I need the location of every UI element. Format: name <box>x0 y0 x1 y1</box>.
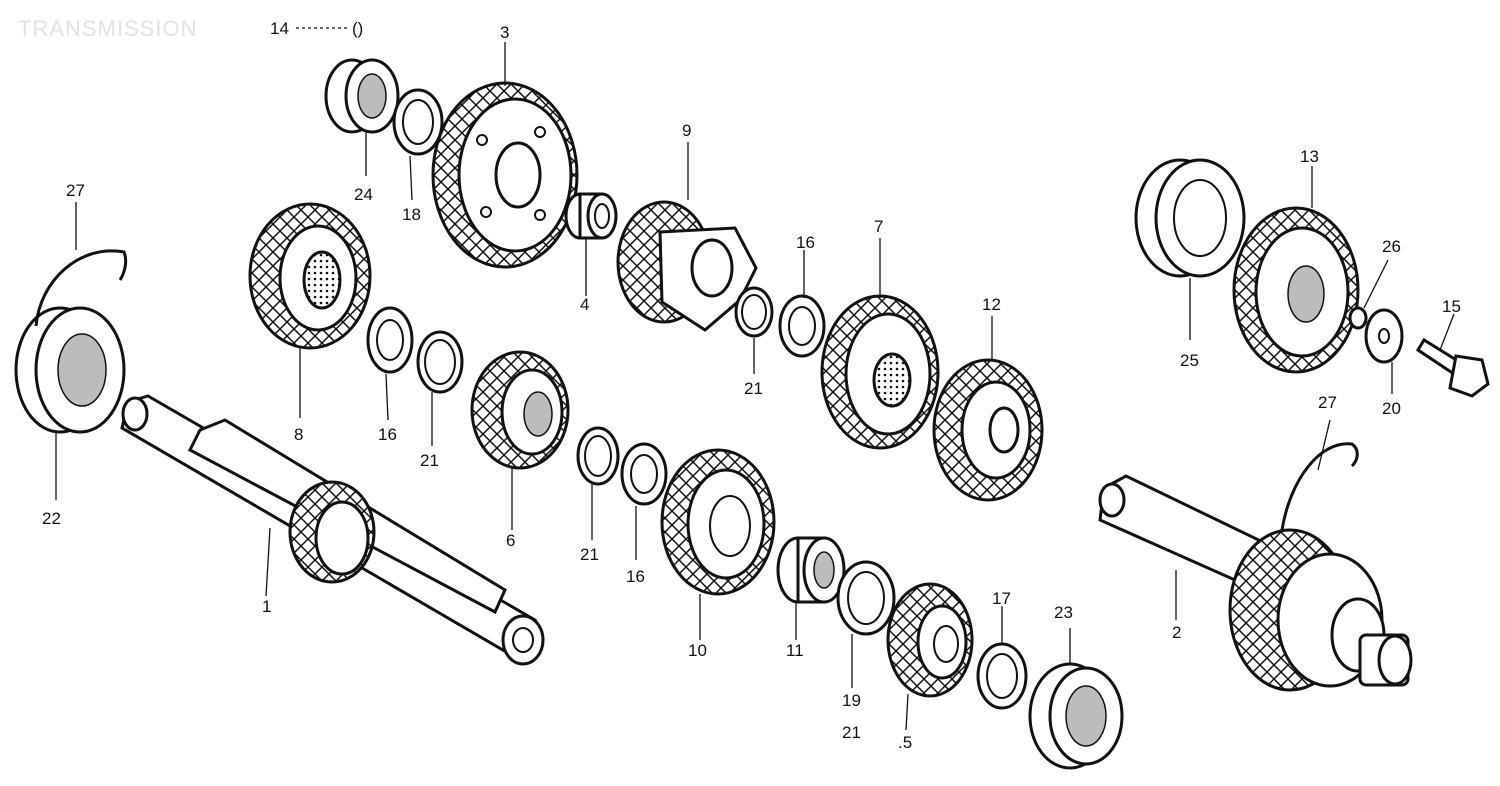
callout-18: 18 <box>402 205 421 224</box>
callout-25: 25 <box>1180 351 1199 370</box>
callout-16-middle: 16 <box>626 567 645 586</box>
drive-sprocket-13 <box>1232 206 1360 374</box>
gear-9 <box>616 200 758 332</box>
callout-21-left: 21 <box>420 451 439 470</box>
thrust-washer-19 <box>836 560 896 636</box>
bearing-23 <box>1028 662 1124 770</box>
callout-16-upper: 16 <box>796 233 815 252</box>
callout-15: 15 <box>1442 297 1461 316</box>
callout-1: 1 <box>262 597 271 616</box>
bushing-4 <box>564 192 618 240</box>
header-ref-symbol: () <box>352 19 363 38</box>
callout-4: 4 <box>580 295 589 314</box>
callout-19: 19 <box>842 691 861 710</box>
callout-22: 22 <box>42 509 61 528</box>
callout-20: 20 <box>1382 399 1401 418</box>
callout-21-middle: 21 <box>580 545 599 564</box>
callout-17: 17 <box>992 589 1011 608</box>
oil-seal-25 <box>1134 158 1246 278</box>
set-ring-27-right <box>1280 442 1359 531</box>
gear-3 <box>431 81 579 269</box>
splined-washer-16-upper <box>778 294 826 358</box>
gear-7 <box>820 294 940 450</box>
callout-23: 23 <box>1054 603 1073 622</box>
callout-13: 13 <box>1300 147 1319 166</box>
o-ring-26 <box>1348 306 1368 330</box>
circlip-21-left <box>416 330 464 394</box>
bearing-24 <box>324 58 400 134</box>
diagram-title: TRANSMISSION <box>18 16 198 41</box>
leader-lines <box>55 42 1455 731</box>
bearing-22 <box>14 306 126 434</box>
countershaft <box>1098 474 1413 692</box>
callout-11: 11 <box>786 641 804 660</box>
callout-2: 2 <box>1172 623 1181 642</box>
circlip-21-upper <box>734 286 774 338</box>
splined-washer-16-left <box>366 306 414 374</box>
callout-labels: 1 2 3 4 .5 6 7 8 9 10 11 12 13 15 16 16 … <box>42 23 1461 752</box>
gear-6 <box>470 350 570 470</box>
callout-24: 24 <box>354 185 373 204</box>
set-ring-27-left <box>34 249 128 327</box>
callout-8: 8 <box>294 425 303 444</box>
circlip-21-middle <box>576 426 620 486</box>
washer-18 <box>392 88 444 156</box>
gear-8 <box>248 202 372 350</box>
callout-5: .5 <box>898 733 912 752</box>
header-reference: 14 () <box>270 19 363 38</box>
callout-3: 3 <box>500 23 509 42</box>
main-shaft <box>120 394 545 666</box>
gear-5 <box>886 582 974 698</box>
callout-7: 7 <box>874 217 883 236</box>
callout-9: 9 <box>682 121 691 140</box>
callout-21-upper: 21 <box>744 379 763 398</box>
needle-bearing-11 <box>776 536 846 604</box>
callout-16-left: 16 <box>378 425 397 444</box>
gear-10 <box>660 448 776 596</box>
bolt-15 <box>1415 337 1490 398</box>
fixing-plate-20 <box>1364 308 1404 364</box>
callout-26: 26 <box>1382 237 1401 256</box>
splined-washer-16-middle <box>620 442 668 506</box>
washer-17 <box>976 642 1028 710</box>
callout-10: 10 <box>688 641 707 660</box>
callout-21-lower: 21 <box>842 723 861 742</box>
callout-27-left: 27 <box>66 181 85 200</box>
callout-12: 12 <box>982 295 1001 314</box>
callout-6: 6 <box>506 531 515 550</box>
callout-27-right: 27 <box>1318 393 1337 412</box>
gear-12 <box>932 358 1044 502</box>
header-ref-number: 14 <box>270 19 289 38</box>
